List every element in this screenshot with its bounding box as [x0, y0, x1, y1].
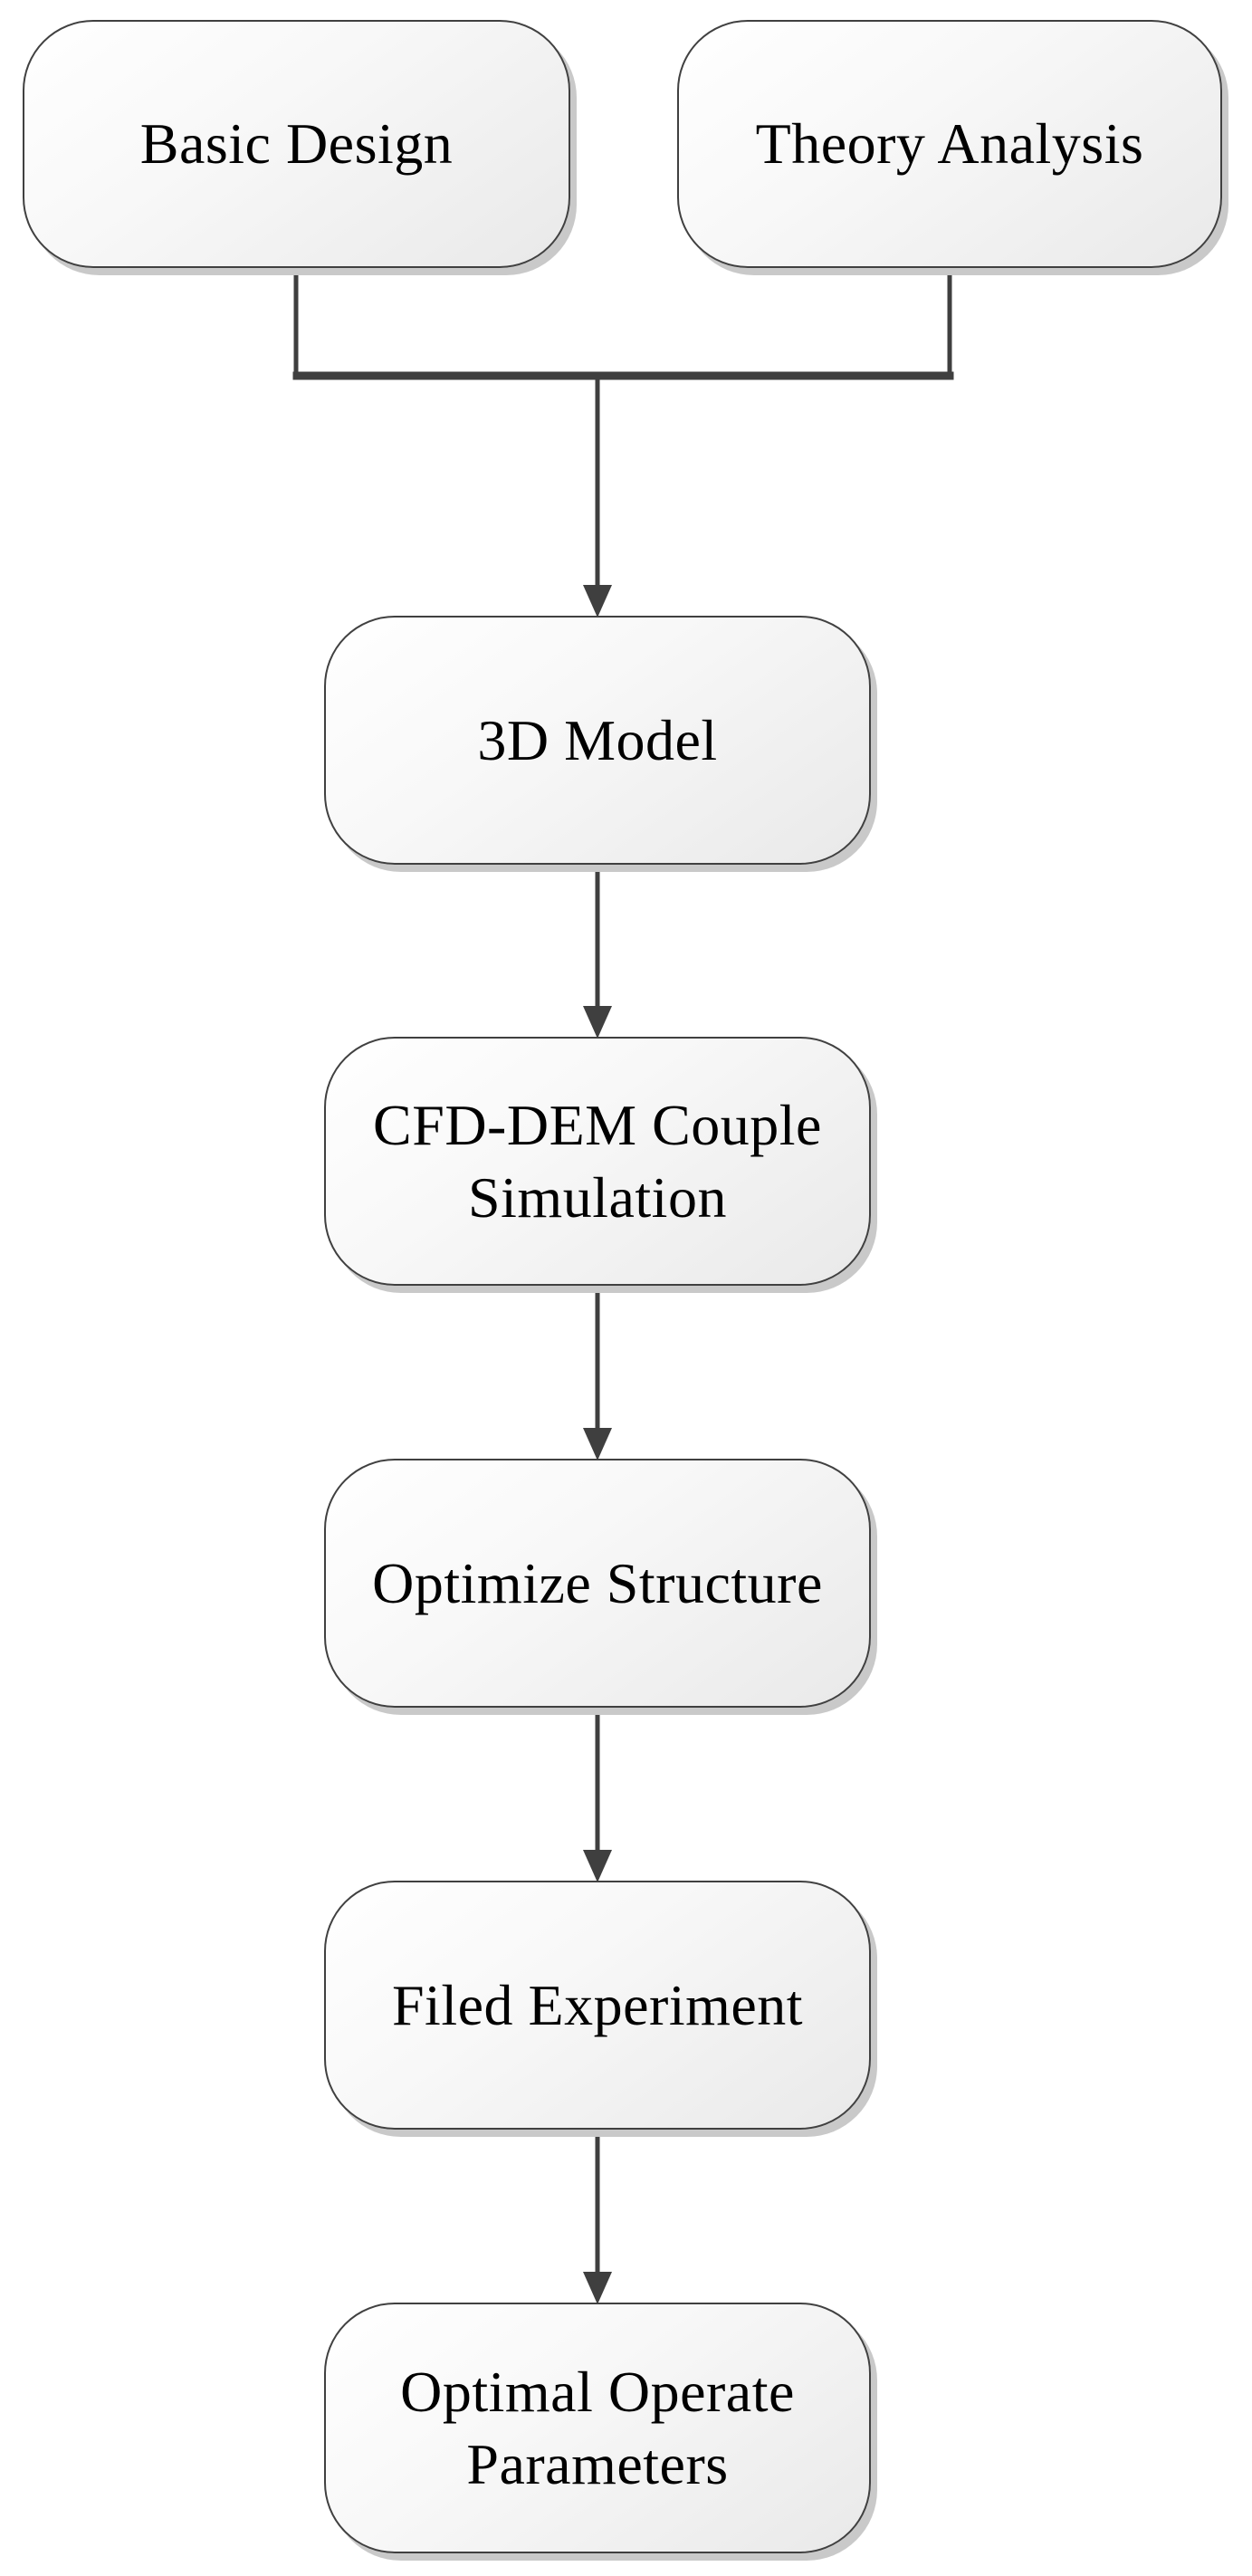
node-basic-design: Basic Design [23, 20, 570, 268]
node-theory-analysis: Theory Analysis [677, 20, 1222, 268]
arrowhead-into-cfd-dem [583, 1006, 612, 1039]
node-cfd-dem-label: CFD-DEM Couple Simulation [373, 1092, 822, 1230]
node-filed-experiment: Filed Experiment [324, 1881, 871, 2130]
node-3d-model: 3D Model [324, 616, 871, 865]
node-theory-analysis-label: Theory Analysis [755, 111, 1144, 176]
node-3d-model-label: 3D Model [477, 707, 718, 772]
node-basic-design-label: Basic Design [139, 111, 454, 176]
arrowhead-into-optimal [583, 2272, 612, 2304]
node-optimal-operate-parameters: Optimal Operate Parameters [324, 2303, 871, 2553]
node-filed-experiment-label: Filed Experiment [391, 1972, 804, 2037]
node-optimize-structure-label: Optimize Structure [372, 1550, 823, 1615]
arrowhead-into-3d-model [583, 585, 612, 618]
arrowhead-into-optimize [583, 1428, 612, 1460]
arrowhead-into-filed [583, 1850, 612, 1882]
node-optimal-operate-label: Optimal Operate Parameters [400, 2359, 795, 2496]
node-cfd-dem-couple-simulation: CFD-DEM Couple Simulation [324, 1037, 871, 1286]
node-optimize-structure: Optimize Structure [324, 1459, 871, 1708]
